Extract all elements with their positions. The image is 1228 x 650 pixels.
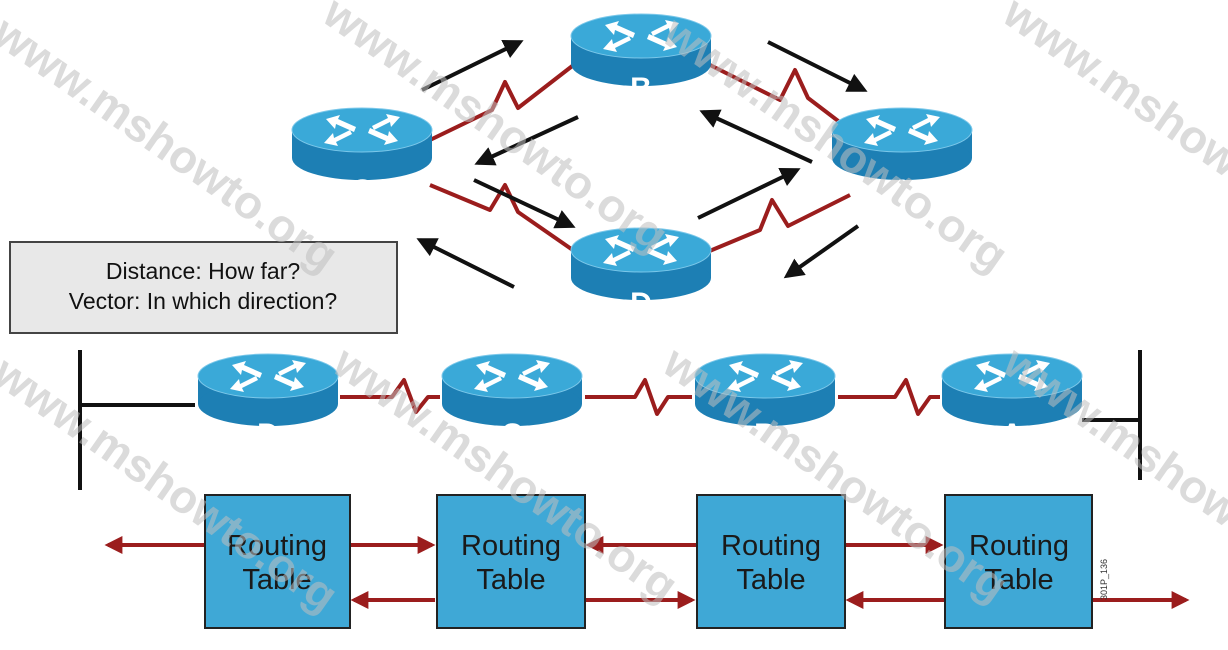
top-serial-links	[429, 58, 852, 257]
link-c-b	[429, 58, 582, 142]
bottom-ethernet-segments	[78, 350, 1142, 490]
bottom-router-a-label: A	[1001, 418, 1023, 451]
routing-table-4: Routing Table	[944, 494, 1093, 629]
link-c-b-bottom	[585, 378, 692, 416]
arrow-d-to-c	[416, 238, 515, 289]
arrow-d-to-a	[697, 167, 801, 220]
arrow-b-to-a	[767, 40, 868, 92]
router-d: D	[570, 227, 712, 320]
watermark-4: www.mshowto.org	[993, 0, 1228, 262]
routing-table-3-line1: Routing	[721, 530, 821, 562]
routing-table-3: Routing Table	[696, 494, 846, 629]
arrow-c-to-b	[421, 40, 524, 92]
router-a: A	[831, 107, 973, 207]
bottom-router-a: A	[941, 353, 1083, 451]
routing-table-1: Routing Table	[204, 494, 351, 629]
routing-table-1-line2: Table	[242, 564, 311, 596]
arrow-b-to-c	[474, 115, 579, 166]
bottom-router-b-label: B	[754, 418, 776, 451]
routing-table-4-line1: Routing	[969, 530, 1069, 562]
figure-code: 301P_136	[1099, 559, 1109, 600]
bottom-router-d-label: D	[257, 418, 279, 451]
router-b-label: B	[630, 72, 652, 105]
arrow-a-to-d	[783, 224, 860, 279]
link-b-a-bottom	[838, 378, 940, 416]
callout-line-vector: Vector: In which direction?	[69, 288, 337, 314]
routing-update-arrows	[104, 536, 1190, 609]
routing-table-1-line1: Routing	[227, 530, 327, 562]
router-c: C	[291, 107, 433, 207]
link-c-d	[429, 183, 582, 257]
bottom-router-b: B	[694, 353, 836, 451]
bottom-router-d: D	[197, 353, 339, 451]
router-d-label: D	[630, 287, 652, 320]
routing-table-4-line2: Table	[984, 564, 1053, 596]
router-b: B	[570, 13, 712, 105]
callout-box: Distance: How far? Vector: In which dire…	[9, 241, 398, 334]
bottom-router-c: C	[441, 353, 583, 451]
arrow-a-to-b	[699, 109, 813, 164]
callout-line-distance: Distance: How far?	[106, 258, 300, 284]
link-d-a	[699, 193, 851, 257]
link-b-a	[699, 58, 852, 132]
router-c-label: C	[351, 174, 373, 207]
routing-table-2-line1: Routing	[461, 530, 561, 562]
routing-table-2: Routing Table	[436, 494, 586, 629]
routing-table-2-line2: Table	[476, 564, 545, 596]
bottom-serial-links	[340, 378, 940, 416]
bottom-router-c-label: C	[501, 418, 523, 451]
link-d-c-bottom	[340, 378, 440, 414]
routing-table-3-line2: Table	[736, 564, 805, 596]
router-a-label: A	[891, 174, 913, 207]
arrow-c-to-d	[473, 178, 576, 229]
top-direction-arrows	[416, 40, 868, 289]
